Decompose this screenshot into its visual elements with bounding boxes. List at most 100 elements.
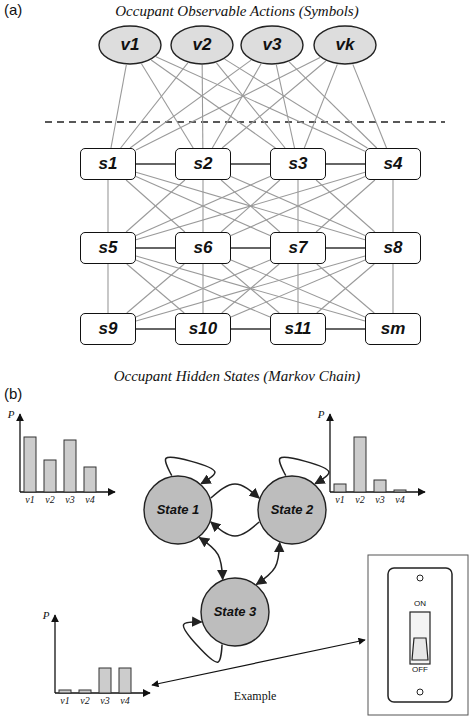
state-symbol: s5 [99, 238, 118, 258]
probability-link [130, 60, 251, 148]
probability-link [317, 264, 374, 313]
action-symbol: v3 [263, 35, 282, 55]
transition-arrow [199, 538, 222, 580]
probability-bar [99, 668, 111, 693]
chart-axis-label: P [40, 609, 52, 621]
state-symbol: s8 [384, 238, 403, 258]
bar-label: v3 [61, 494, 79, 505]
chain-link [231, 328, 270, 330]
hidden-state-box: s6 [175, 232, 231, 264]
dashed-divider [45, 121, 445, 123]
probability-bar [44, 460, 56, 492]
bar-label: v3 [371, 494, 389, 505]
probability-link [136, 256, 365, 321]
probability-bar [119, 668, 131, 693]
probability-link [392, 180, 393, 232]
chain-link [326, 328, 365, 330]
chart-axis [329, 414, 330, 492]
state-name: State 3 [213, 605, 257, 620]
probability-link [316, 180, 375, 232]
switch-marking: ON [402, 600, 438, 609]
example-label: Example [215, 690, 295, 703]
probability-link [136, 172, 365, 239]
bar-chart [20, 414, 115, 492]
chain-link [231, 247, 270, 249]
state-name: State 1 [156, 503, 200, 518]
state-symbol: sm [381, 319, 406, 339]
axis-title: Occupant Hidden States (Markov Chain) [40, 368, 434, 385]
state-symbol: s11 [284, 319, 311, 339]
probability-link [276, 65, 294, 148]
probability-link [353, 64, 387, 148]
hidden-state-box: s4 [365, 148, 421, 180]
state-symbol: s4 [384, 154, 403, 174]
probability-link [141, 64, 193, 148]
symbol-outline [99, 26, 161, 64]
probability-link [136, 256, 365, 321]
probability-bar [79, 690, 91, 693]
probability-link [225, 59, 368, 148]
probability-link [222, 61, 326, 148]
probability-link [111, 65, 126, 148]
toggle-slot [410, 612, 430, 664]
chain-link [231, 163, 270, 165]
state-circle: State 1 [143, 475, 213, 545]
transition-arrow [211, 522, 259, 536]
state-circle: State 2 [257, 475, 327, 545]
hidden-state-box: sm [365, 313, 421, 345]
example-leader [152, 640, 365, 685]
hidden-state-box: s9 [80, 313, 136, 345]
probability-bar [394, 490, 406, 492]
state-symbol: s10 [189, 319, 217, 339]
probability-link [156, 57, 365, 152]
state-symbol: s3 [289, 154, 308, 174]
probability-bar [334, 484, 346, 492]
probability-link [107, 180, 108, 232]
panel-label: (b) [4, 386, 30, 403]
action-symbol: v2 [193, 35, 212, 55]
probability-link [151, 60, 275, 148]
hidden-state-box: s3 [270, 148, 326, 180]
probability-link [127, 264, 184, 313]
bar-label: v2 [76, 695, 94, 706]
hidden-state-box: s11 [270, 313, 326, 345]
hidden-state-box: s5 [80, 232, 136, 264]
switch-plate [388, 568, 452, 702]
state-name: State 2 [270, 503, 314, 518]
chain-link [136, 163, 175, 165]
state-circle: State 3 [200, 577, 270, 647]
bar-label: v4 [391, 494, 409, 505]
state-symbol: s2 [194, 154, 213, 174]
state-symbol: s7 [289, 238, 308, 258]
probability-bar [374, 480, 386, 492]
illustration-frame [368, 555, 468, 715]
toggle-lever [412, 638, 428, 660]
observable-symbol: v3 [240, 25, 304, 65]
probability-bar [84, 467, 96, 492]
switch-marking: OFF [402, 666, 438, 675]
probability-link [317, 264, 374, 313]
bar-label: v1 [21, 494, 39, 505]
bar-label: v2 [41, 494, 59, 505]
probability-link [126, 180, 185, 232]
hidden-state-box: s8 [365, 232, 421, 264]
chart-axis [54, 615, 55, 693]
symbol-outline [241, 26, 303, 64]
hidden-state-box: s10 [175, 313, 231, 345]
chain-link [326, 247, 365, 249]
probability-link [126, 180, 185, 232]
hidden-state-box: s2 [175, 148, 231, 180]
symbol-outline [171, 26, 233, 64]
probability-link [136, 58, 320, 150]
state-symbol: s1 [99, 154, 118, 174]
probability-link [127, 264, 184, 313]
state-outline [258, 476, 326, 544]
state-outline [144, 476, 212, 544]
chart-axis-label: P [315, 408, 327, 420]
axis-title: Occupant Observable Actions (Symbols) [40, 3, 434, 20]
bar-label: v4 [116, 695, 134, 706]
chart-axis [19, 414, 20, 492]
probability-link [107, 264, 108, 313]
probability-bar [354, 437, 366, 492]
